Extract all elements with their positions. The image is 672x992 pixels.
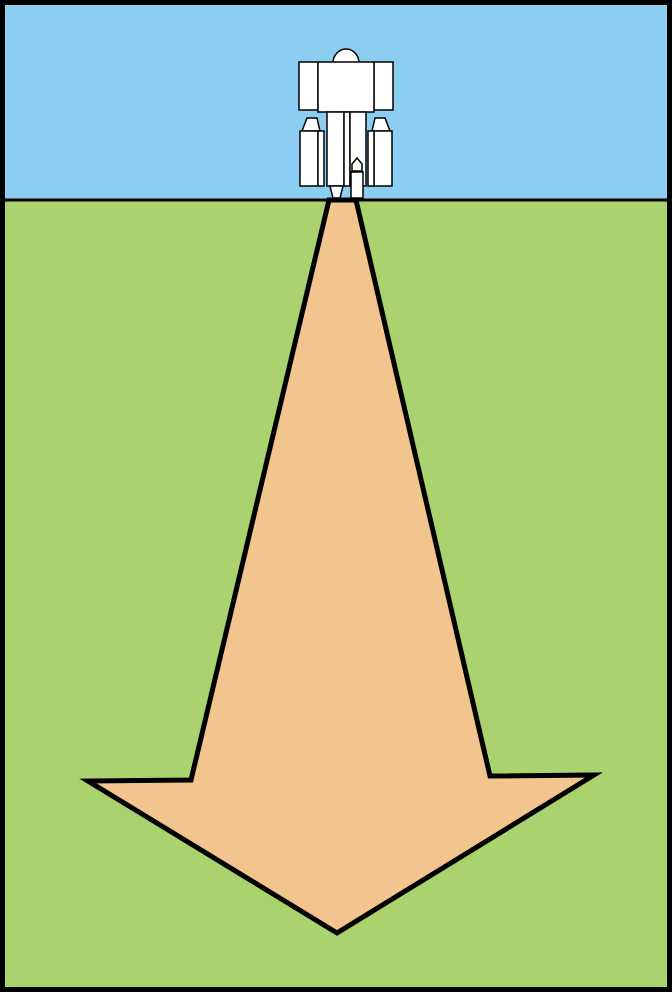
robot-right-shoulder: [374, 62, 393, 110]
robot-right-foot: [351, 172, 363, 198]
robot-left-leg: [327, 112, 344, 186]
robot-right-arm: [374, 131, 392, 186]
robot-left-foot: [330, 186, 343, 198]
robot-left-shoulder: [299, 62, 318, 110]
robot-figure-icon: [299, 49, 393, 198]
robot-torso: [318, 62, 374, 112]
robot-left-arm: [300, 131, 318, 186]
